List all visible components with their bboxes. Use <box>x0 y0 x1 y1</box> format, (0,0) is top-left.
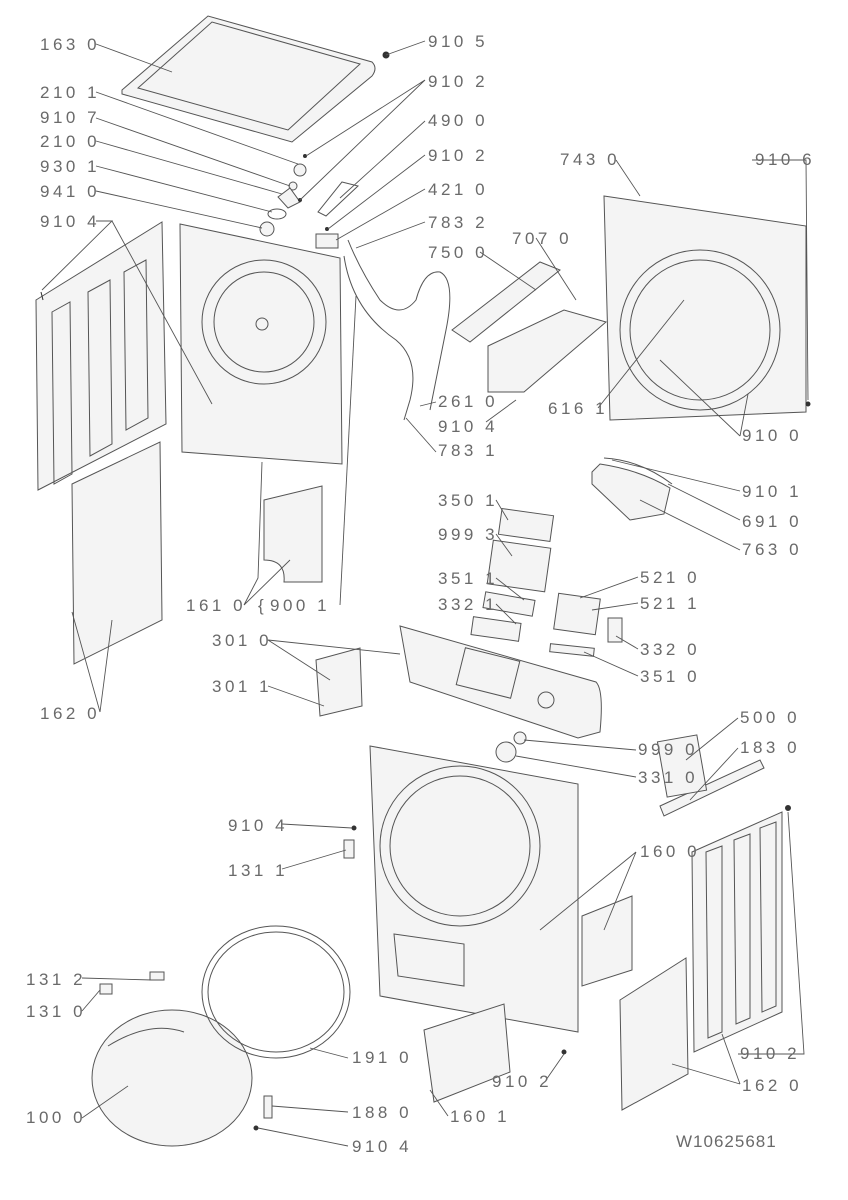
part-label: 616 1 <box>548 399 608 418</box>
part-label: 351 0 <box>640 667 700 686</box>
part-label: 910 4 <box>438 417 498 436</box>
part-label: 910 6 <box>755 150 815 169</box>
hose <box>347 239 451 411</box>
part-label: 210 0 <box>40 132 100 151</box>
part-label: 301 0 <box>212 631 272 650</box>
front-frame <box>603 195 811 421</box>
part-label: 261 0 <box>438 392 498 411</box>
top-cover <box>121 15 376 143</box>
part-label: 162 0 <box>742 1076 802 1095</box>
part-label: 999 3 <box>438 525 498 544</box>
rear-panel <box>179 223 343 465</box>
part-label: 743 0 <box>560 150 620 169</box>
part-label: 750 0 <box>428 243 488 262</box>
part-label: 191 0 <box>352 1048 412 1067</box>
part-label: 910 4 <box>352 1137 412 1156</box>
part-label: 910 2 <box>492 1072 552 1091</box>
door-assembly <box>91 825 567 1147</box>
part-label: 350 1 <box>438 491 498 510</box>
part-label: 210 1 <box>40 83 100 102</box>
insulation-sheet-rear <box>263 485 323 583</box>
part-label: 521 0 <box>640 568 700 587</box>
drawing-number: W10625681 <box>676 1132 777 1151</box>
part-label: 900 1 <box>270 596 330 615</box>
part-label: 910 2 <box>428 72 488 91</box>
part-label: 910 5 <box>428 32 488 51</box>
part-label: 910 4 <box>228 816 288 835</box>
part-label: 910 7 <box>40 108 100 127</box>
left-side-panel <box>35 221 167 491</box>
part-label: 100 0 <box>26 1108 86 1127</box>
part-label: 783 2 <box>428 213 488 232</box>
part-label: 163 0 <box>40 35 100 54</box>
part-label: 910 2 <box>428 146 488 165</box>
part-label: 500 0 <box>740 708 800 727</box>
part-label: 910 2 <box>740 1044 800 1063</box>
part-label: 162 0 <box>40 704 100 723</box>
part-label: 332 1 <box>438 595 498 614</box>
part-label: 160 0 <box>640 842 700 861</box>
part-label: 331 0 <box>638 768 698 787</box>
leader-lines <box>41 40 809 1147</box>
part-label: 930 1 <box>40 157 100 176</box>
part-label: 351 1 <box>438 569 498 588</box>
part-label: 707 0 <box>512 229 572 248</box>
part-label: 783 1 <box>438 441 498 460</box>
part-label: 131 2 <box>26 970 86 989</box>
part-label: 301 1 <box>212 677 272 696</box>
part-label: 161 0 <box>186 596 246 615</box>
part-label: 131 0 <box>26 1002 86 1021</box>
part-label: 910 4 <box>40 212 100 231</box>
part-label: 691 0 <box>742 512 802 531</box>
right-side-panel <box>619 734 791 1111</box>
lint-filter <box>591 457 673 521</box>
part-label: 421 0 <box>428 180 488 199</box>
part-label: 131 1 <box>228 861 288 880</box>
part-label: 188 0 <box>352 1103 412 1122</box>
control-panel <box>315 625 602 763</box>
part-label: 521 1 <box>640 594 700 613</box>
small-fittings <box>259 51 390 249</box>
part-number-labels: 163 0 910 5 210 1 910 2 910 7 490 0 210 0 910 2… <box>26 32 815 1156</box>
part-label: 910 1 <box>742 482 802 501</box>
part-label: 332 0 <box>640 640 700 659</box>
part-label: 183 0 <box>740 738 800 757</box>
part-label: 999 0 <box>638 740 698 759</box>
brace: { <box>258 596 267 615</box>
electronics <box>470 507 623 657</box>
part-label: 910 0 <box>742 426 802 445</box>
front-panel <box>369 745 633 1033</box>
part-label: 490 0 <box>428 111 488 130</box>
insulation-sheet-left <box>71 441 163 665</box>
part-label: 160 1 <box>450 1107 510 1126</box>
hose-lower <box>343 255 414 421</box>
part-label: 763 0 <box>742 540 802 559</box>
part-label: 941 0 <box>40 182 100 201</box>
water-container <box>451 261 608 393</box>
